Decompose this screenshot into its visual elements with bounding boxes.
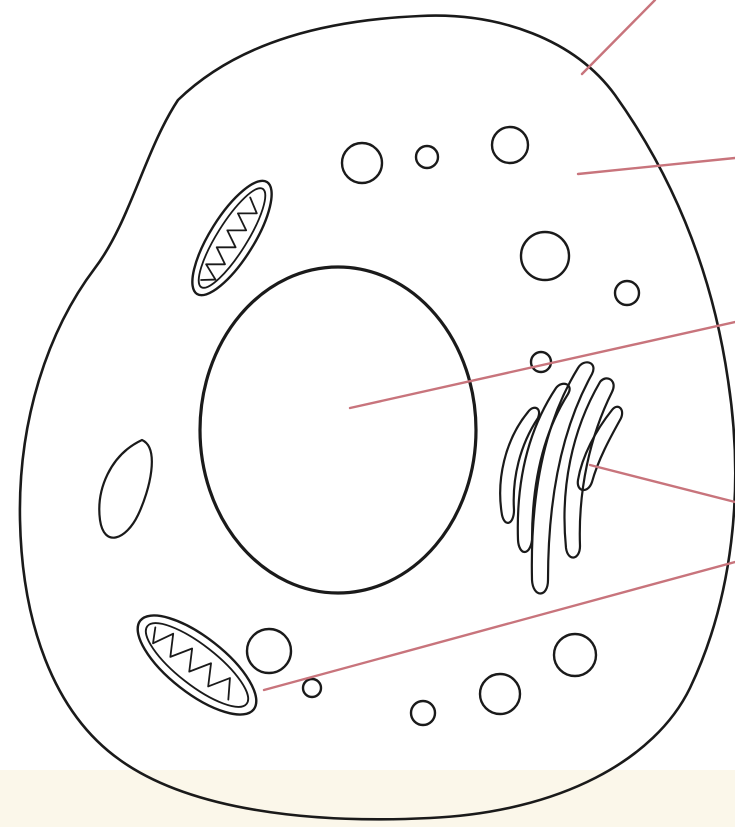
vesicle	[521, 232, 569, 280]
vesicle	[480, 674, 520, 714]
golgi-apparatus	[500, 362, 622, 593]
vesicle	[247, 629, 291, 673]
vesicle	[411, 701, 435, 725]
leader-line-nucleus	[350, 322, 735, 408]
vesicle	[615, 281, 639, 305]
nucleus	[200, 267, 476, 593]
mitochondrion	[178, 170, 285, 305]
mitochondrion	[123, 599, 271, 732]
vesicle	[531, 352, 551, 372]
vesicle	[492, 127, 528, 163]
vacuole	[99, 440, 151, 538]
leader-line-golgi	[590, 465, 735, 502]
leader-line-membrane	[582, 0, 655, 74]
leader-line-vesicle	[264, 562, 735, 690]
vesicle	[416, 146, 438, 168]
cell-membrane	[20, 16, 735, 820]
vesicle	[554, 634, 596, 676]
vesicle	[342, 143, 382, 183]
vesicle	[303, 679, 321, 697]
